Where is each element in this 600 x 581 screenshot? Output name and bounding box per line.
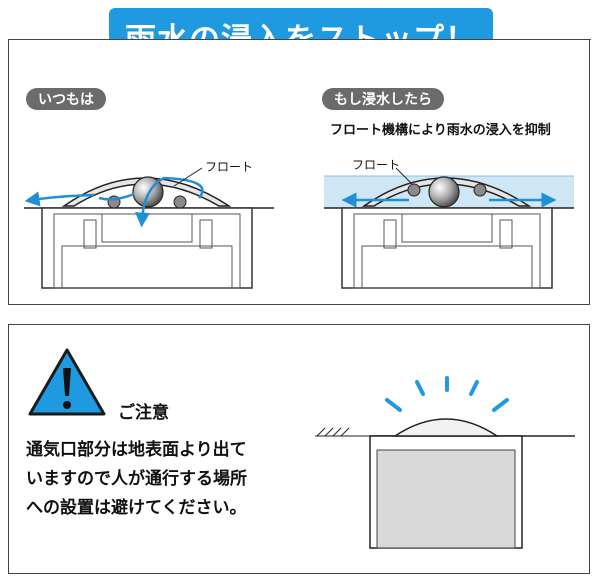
caution-line: 通気口部分は地表面より出て: [26, 440, 247, 460]
warning-icon: [28, 348, 106, 416]
float-label-flood: フロート: [352, 158, 401, 172]
diagram-normal: [24, 167, 274, 289]
caution-body: 通気口部分は地表面より出て いますので人が通行する場所 への設置は避けてください…: [26, 436, 247, 523]
float-label-normal: フロート: [205, 160, 254, 174]
label-normal: いつもは: [26, 88, 106, 110]
flood-caption: フロート機構により雨水の浸入を抑制: [330, 123, 551, 138]
caution-illustration: [315, 376, 575, 549]
caution-title: ご注意: [118, 403, 169, 423]
label-flood: もし浸水したら: [322, 88, 444, 110]
caution-line: への設置は避けてください。: [26, 498, 247, 518]
diagram-flood: [324, 167, 574, 289]
caution-line: いますので人が通行する場所: [26, 469, 247, 489]
